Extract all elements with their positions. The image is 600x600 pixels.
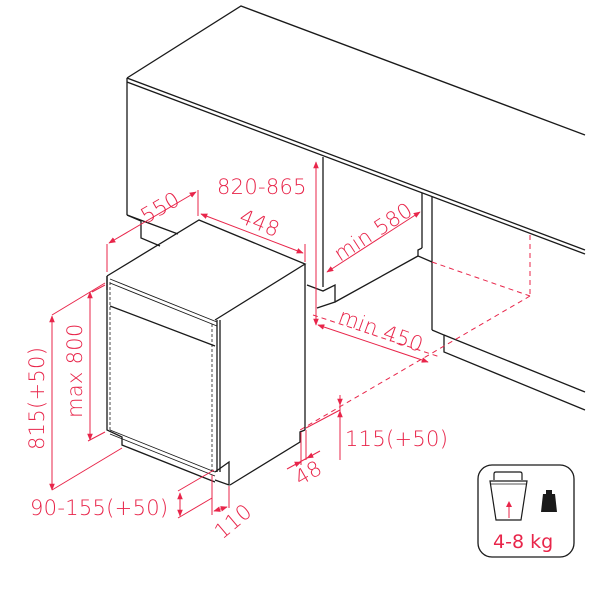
dim-max-800: max 800: [63, 284, 106, 442]
door-weight-badge: 4-8 kg: [477, 464, 575, 558]
dim-90-155-label: 90-155(+50): [30, 496, 168, 520]
dim-min-450-label: min 450: [335, 304, 426, 357]
dim-min-580-label: min 580: [330, 198, 417, 266]
dim-max-800-label: max 800: [63, 323, 87, 418]
door-weight-label: 4-8 kg: [493, 531, 553, 553]
weight-icon: [541, 490, 557, 512]
right-cabinet: [306, 157, 586, 411]
dim-110: 110: [210, 475, 257, 544]
dim-90-155: 90-155(+50): [30, 469, 215, 520]
dim-448: 448: [200, 204, 306, 262]
countertop: [126, 5, 586, 255]
dim-815-label: 815(+50): [25, 347, 49, 450]
dim-min-580: min 580: [326, 198, 421, 273]
dim-110-label: 110: [210, 499, 257, 544]
dim-815: 815(+50): [25, 282, 123, 491]
dim-820-865: 820-865: [217, 161, 319, 326]
dim-min-450: min 450: [317, 304, 429, 363]
dim-48-label: 48: [291, 456, 327, 490]
door-weight-icon: [489, 471, 528, 521]
dim-115: 115(+50): [305, 395, 448, 460]
dim-820-865-label: 820-865: [217, 175, 307, 199]
dishwasher: [106, 219, 307, 486]
dim-48: 48: [286, 430, 327, 490]
dim-115-label: 115(+50): [345, 427, 448, 451]
